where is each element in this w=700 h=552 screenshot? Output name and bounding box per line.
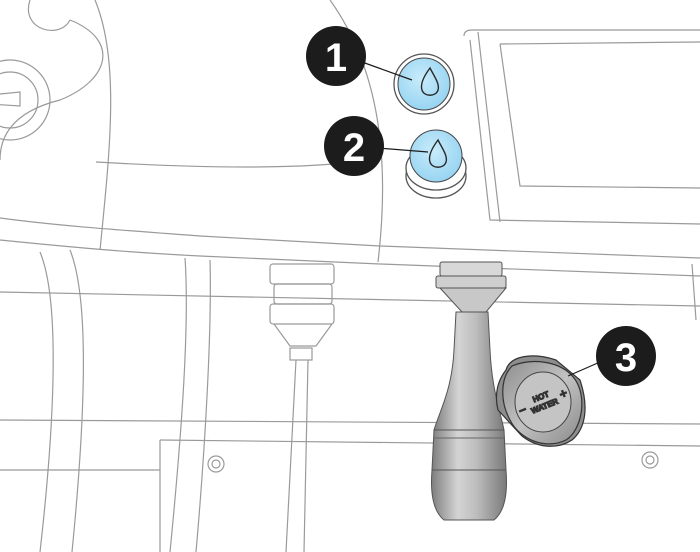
water-drop-icon — [420, 66, 440, 96]
callout-2-badge — [324, 116, 384, 176]
callout-2-number: 2 — [343, 126, 365, 170]
callout-3-number: 3 — [615, 336, 637, 380]
callout-3: 3 — [596, 326, 656, 386]
leader-line-2 — [377, 147, 429, 153]
callout-1: 1 — [306, 26, 366, 86]
callout-1-number: 1 — [325, 36, 347, 80]
leader-lines — [361, 61, 601, 377]
water-button-upper[interactable] — [393, 53, 455, 115]
leader-line-3 — [567, 361, 601, 377]
steam-wand — [269, 263, 335, 552]
water-button-lower[interactable] — [405, 129, 467, 199]
steam-lever — [0, 0, 104, 161]
callout-2: 2 — [324, 116, 384, 176]
callout-3-badge — [596, 326, 656, 386]
hot-water-knob[interactable]: HOT WATER − + — [495, 355, 586, 447]
water-drop-icon — [428, 138, 448, 168]
brew-handle — [431, 261, 508, 521]
leader-line-1 — [361, 61, 413, 81]
callout-1-badge — [306, 26, 366, 86]
